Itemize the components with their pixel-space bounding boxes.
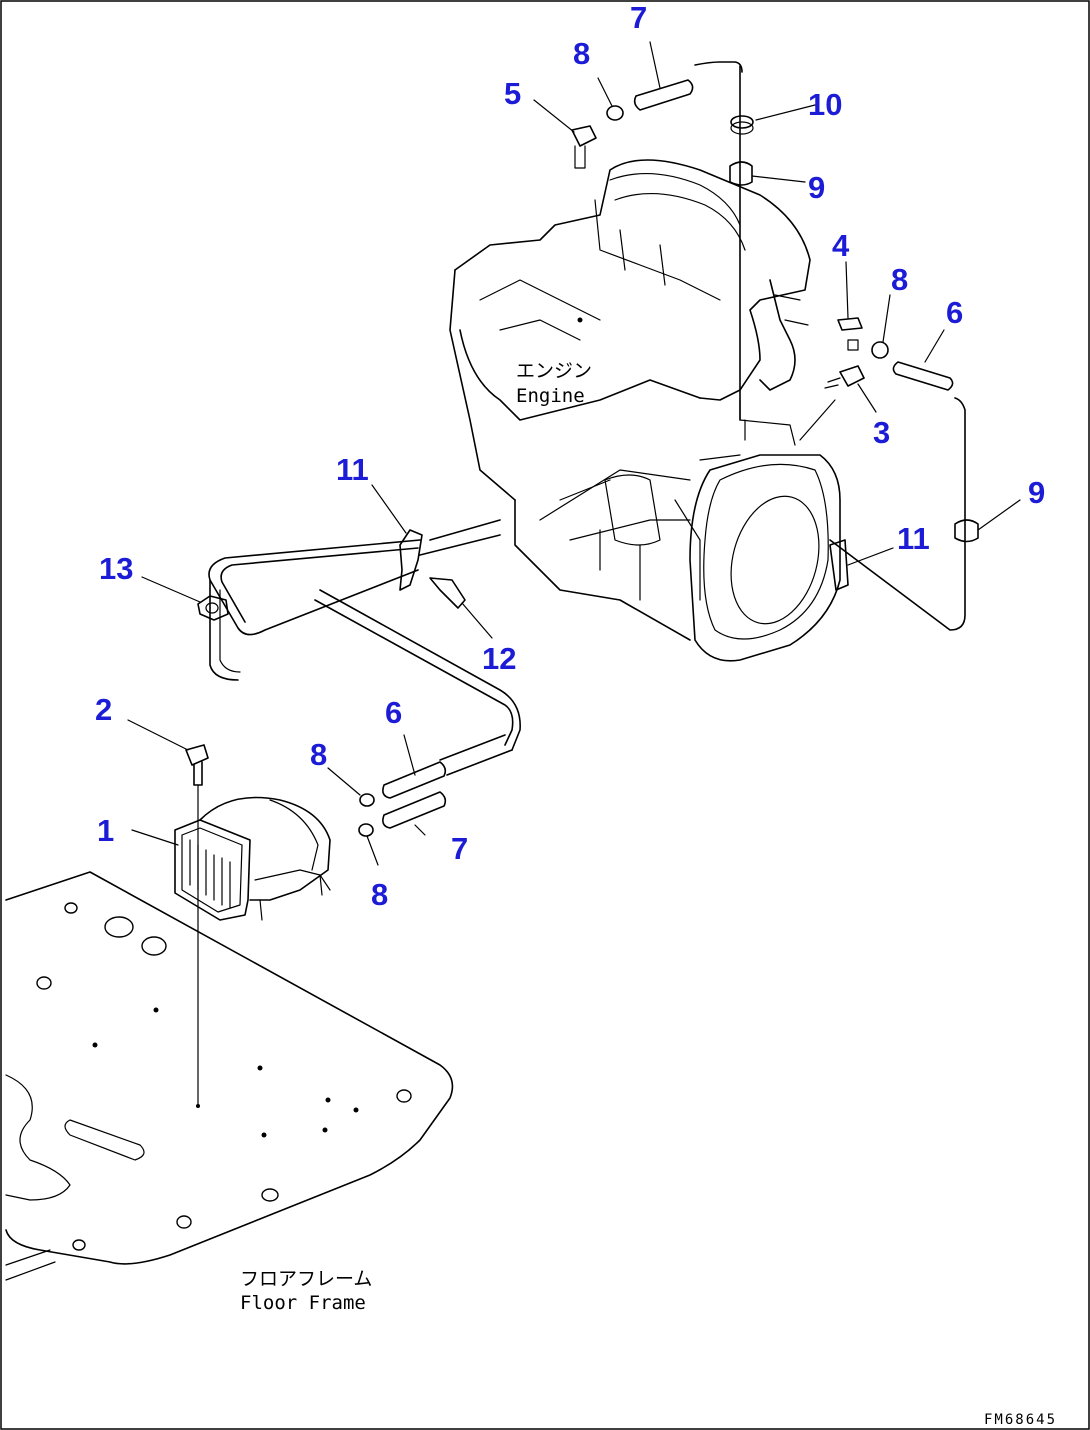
engine: [449, 159, 841, 662]
callout-8-left-lower: 8: [371, 877, 388, 912]
callout-2: 2: [95, 692, 112, 727]
piping: [208, 61, 966, 776]
engine-label-en: Engine: [516, 385, 585, 407]
part-8-clamps: [358, 105, 889, 837]
engine-label-jp: エンジン: [516, 360, 592, 382]
leader-lines: [127, 41, 1021, 866]
callout-9-right: 9: [1028, 475, 1045, 510]
labels: エンジン Engine フロアフレーム Floor Frame FM68645: [240, 360, 1057, 1428]
part-10-ring: [730, 115, 754, 135]
part-9-grommets: [729, 161, 979, 543]
floor-frame-label-en: Floor Frame: [240, 1292, 366, 1314]
callout-1: 1: [97, 813, 114, 848]
callout-12: 12: [482, 641, 516, 676]
callout-5: 5: [504, 76, 521, 111]
callout-7-upper: 7: [630, 0, 647, 35]
callout-8-left-upper: 8: [310, 737, 327, 772]
callout-11-left: 11: [336, 452, 369, 487]
part-2-bolt: [185, 744, 209, 1108]
part-6-hose-upper: [892, 361, 954, 391]
callout-6-upper: 6: [946, 295, 963, 330]
part-6-hose-lower: [382, 761, 447, 799]
callout-4: 4: [832, 228, 850, 263]
part-7-hose-upper: [633, 79, 694, 111]
floor-frame-label-jp: フロアフレーム: [240, 1268, 372, 1290]
callout-3: 3: [873, 415, 890, 450]
part-11-brackets: [399, 529, 849, 591]
callout-6-lower: 6: [385, 695, 402, 730]
callout-13: 13: [99, 551, 133, 586]
part-12-bolt: [429, 577, 466, 609]
drawing-number: FM68645: [984, 1412, 1057, 1428]
callout-7-lower: 7: [451, 831, 468, 866]
callout-11-right: 11: [897, 521, 930, 556]
callout-9-upper: 9: [808, 170, 825, 205]
callout-8-right: 8: [891, 262, 908, 297]
part-5-fitting: [571, 125, 597, 169]
callout-8-top: 8: [573, 36, 590, 71]
part-3-connector: [824, 365, 865, 389]
floor-frame: [5, 871, 454, 1281]
part-13-clip: [197, 595, 229, 621]
callouts: 1 2 3 4 5 6 6 7 7 8 8 8 8 9 9 10 11 11 1…: [95, 0, 1045, 912]
part-4-clip: [837, 317, 863, 351]
part-1-canister: [174, 796, 331, 921]
callout-10: 10: [808, 87, 842, 122]
part-7-hose-lower: [382, 791, 447, 829]
